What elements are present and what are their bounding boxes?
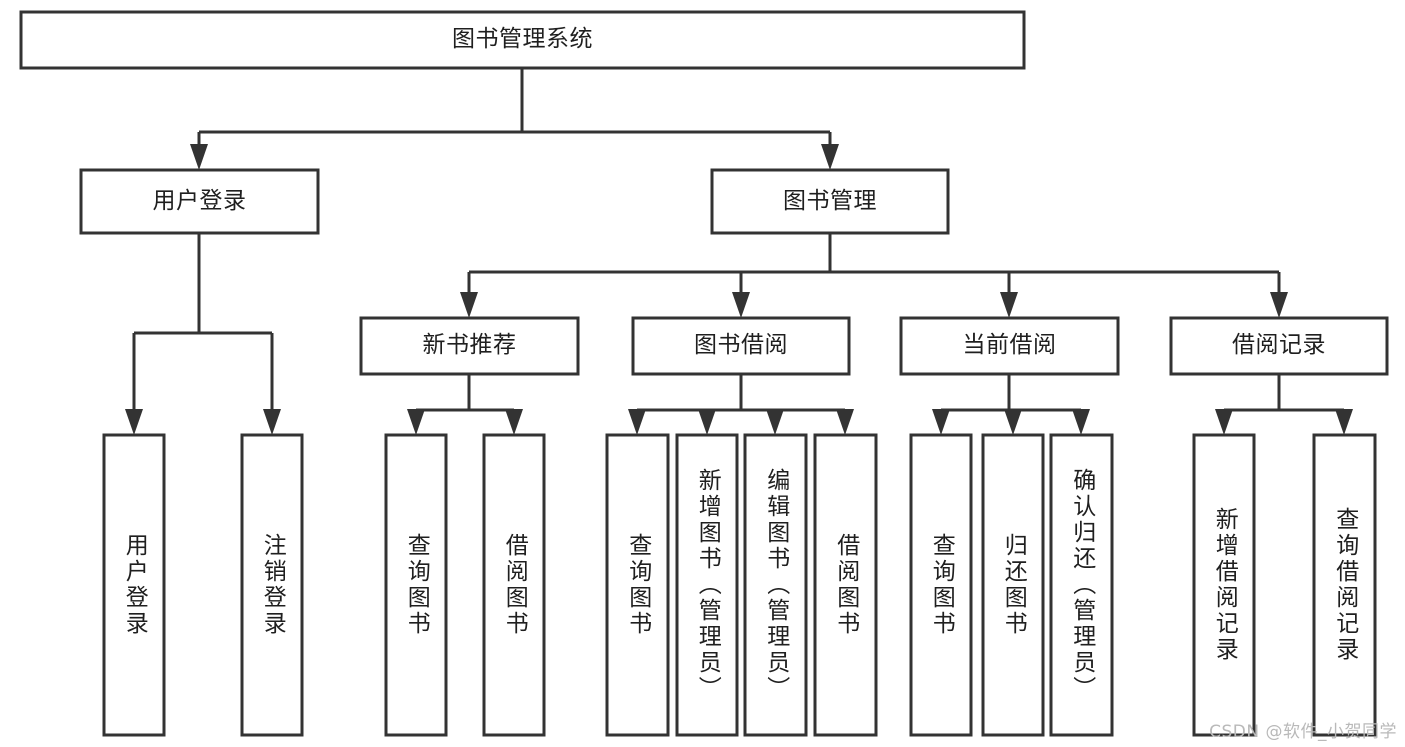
node-box-leaf-add-book-admin[interactable] [675, 433, 739, 737]
arrow-head-icon [407, 409, 425, 435]
arrow-head-icon [125, 409, 143, 435]
node-box-book-management[interactable] [710, 168, 950, 235]
node-box-leaf-borrow-book[interactable] [813, 433, 878, 737]
node-box-leaf-edit-book-admin[interactable] [743, 433, 808, 737]
node-box-book-borrow[interactable] [631, 316, 851, 376]
node-box-leaf-return-book[interactable] [981, 433, 1045, 737]
watermark-text: CSDN @软件_小贺同学 [1209, 722, 1397, 742]
arrow-head-icon [190, 144, 208, 170]
node-box-leaf-query-book-borrow[interactable] [605, 433, 670, 737]
arrow-head-icon [263, 409, 281, 435]
node-box-user-login[interactable] [79, 168, 320, 235]
arrow-head-icon [821, 144, 839, 170]
node-box-leaf-query-book-current[interactable] [909, 433, 973, 737]
arrow-head-icon [1004, 409, 1022, 435]
node-box-new-book-recommend[interactable] [359, 316, 580, 376]
node-box-root[interactable] [19, 10, 1026, 70]
arrow-head-icon [460, 292, 478, 318]
arrow-head-icon [1270, 292, 1288, 318]
connector-layer [125, 68, 1353, 435]
node-box-leaf-query-book-recommend[interactable] [384, 433, 448, 737]
node-box-leaf-logout-login[interactable] [240, 433, 304, 737]
arrow-head-icon [732, 292, 750, 318]
arrow-head-icon [505, 409, 523, 435]
arrow-head-icon [836, 409, 854, 435]
arrow-head-icon [1335, 409, 1353, 435]
arrow-head-icon [698, 409, 716, 435]
node-box-layer [19, 10, 1389, 737]
arrow-head-icon [1215, 409, 1233, 435]
arrow-head-icon [932, 409, 950, 435]
node-box-leaf-borrow-book-recommend[interactable] [482, 433, 546, 737]
arrow-head-icon [766, 409, 784, 435]
arrow-head-icon [1072, 409, 1090, 435]
node-box-borrow-record[interactable] [1169, 316, 1389, 376]
node-box-current-borrow[interactable] [899, 316, 1120, 376]
node-box-leaf-user-login[interactable] [102, 433, 166, 737]
node-box-leaf-confirm-return-admin[interactable] [1049, 433, 1114, 737]
node-box-leaf-query-borrow-record[interactable] [1312, 433, 1377, 737]
arrow-head-icon [1000, 292, 1018, 318]
arrow-head-icon [628, 409, 646, 435]
node-box-leaf-add-borrow-record[interactable] [1192, 433, 1256, 737]
